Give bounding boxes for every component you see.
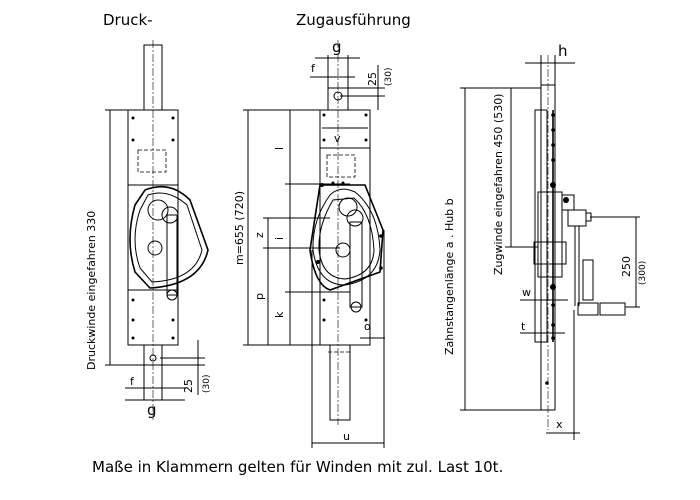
label-druckwinde-eingefahren: Druckwinde eingefahren 330 <box>85 211 98 370</box>
center-winch-view: g f 25 (30) m=655 (720) l i k z p v o <box>233 38 394 448</box>
dim-l: l <box>273 147 286 150</box>
dim-m: m=655 (720) <box>233 191 246 265</box>
dim-g: g <box>147 401 157 419</box>
label-zahnstangenlaenge: Zahnstangenlänge a . Hub b <box>443 198 456 355</box>
dim-v: v <box>334 132 341 145</box>
dim-w: w <box>522 286 531 299</box>
title-druck: Druck- <box>103 11 153 29</box>
dim-p: p <box>253 293 266 300</box>
dim-t: t <box>521 320 526 333</box>
dim-30: (30) <box>202 375 212 393</box>
dim-f-top: f <box>311 62 316 75</box>
left-winch-view: Druckwinde eingefahren 330 25 (30) f g <box>85 40 212 420</box>
dim-f: f <box>130 375 135 388</box>
dim-x: x <box>556 418 563 431</box>
dim-30-top: (30) <box>384 68 394 86</box>
dim-o: o <box>364 320 371 333</box>
footnote: Maße in Klammern gelten für Winden mit z… <box>92 458 503 476</box>
dim-k: k <box>273 311 286 318</box>
dim-25-top: 25 <box>366 72 379 86</box>
dim-u: u <box>343 430 350 443</box>
dim-250: 250 <box>620 256 633 277</box>
right-side-view: h Zahnstangenlänge a . Hub b Zugwinde ei… <box>443 42 648 440</box>
dim-300: (300) <box>638 261 648 285</box>
dim-i: i <box>273 237 286 240</box>
dim-z: z <box>253 232 266 238</box>
label-zugwinde-eingefahren: Zugwinde eingefahren 450 (530) <box>492 94 505 275</box>
title-zugausfuehrung: Zugausführung <box>296 11 411 29</box>
dim-g-top: g <box>332 38 342 56</box>
dim-h: h <box>558 42 568 60</box>
dim-25: 25 <box>182 379 195 393</box>
